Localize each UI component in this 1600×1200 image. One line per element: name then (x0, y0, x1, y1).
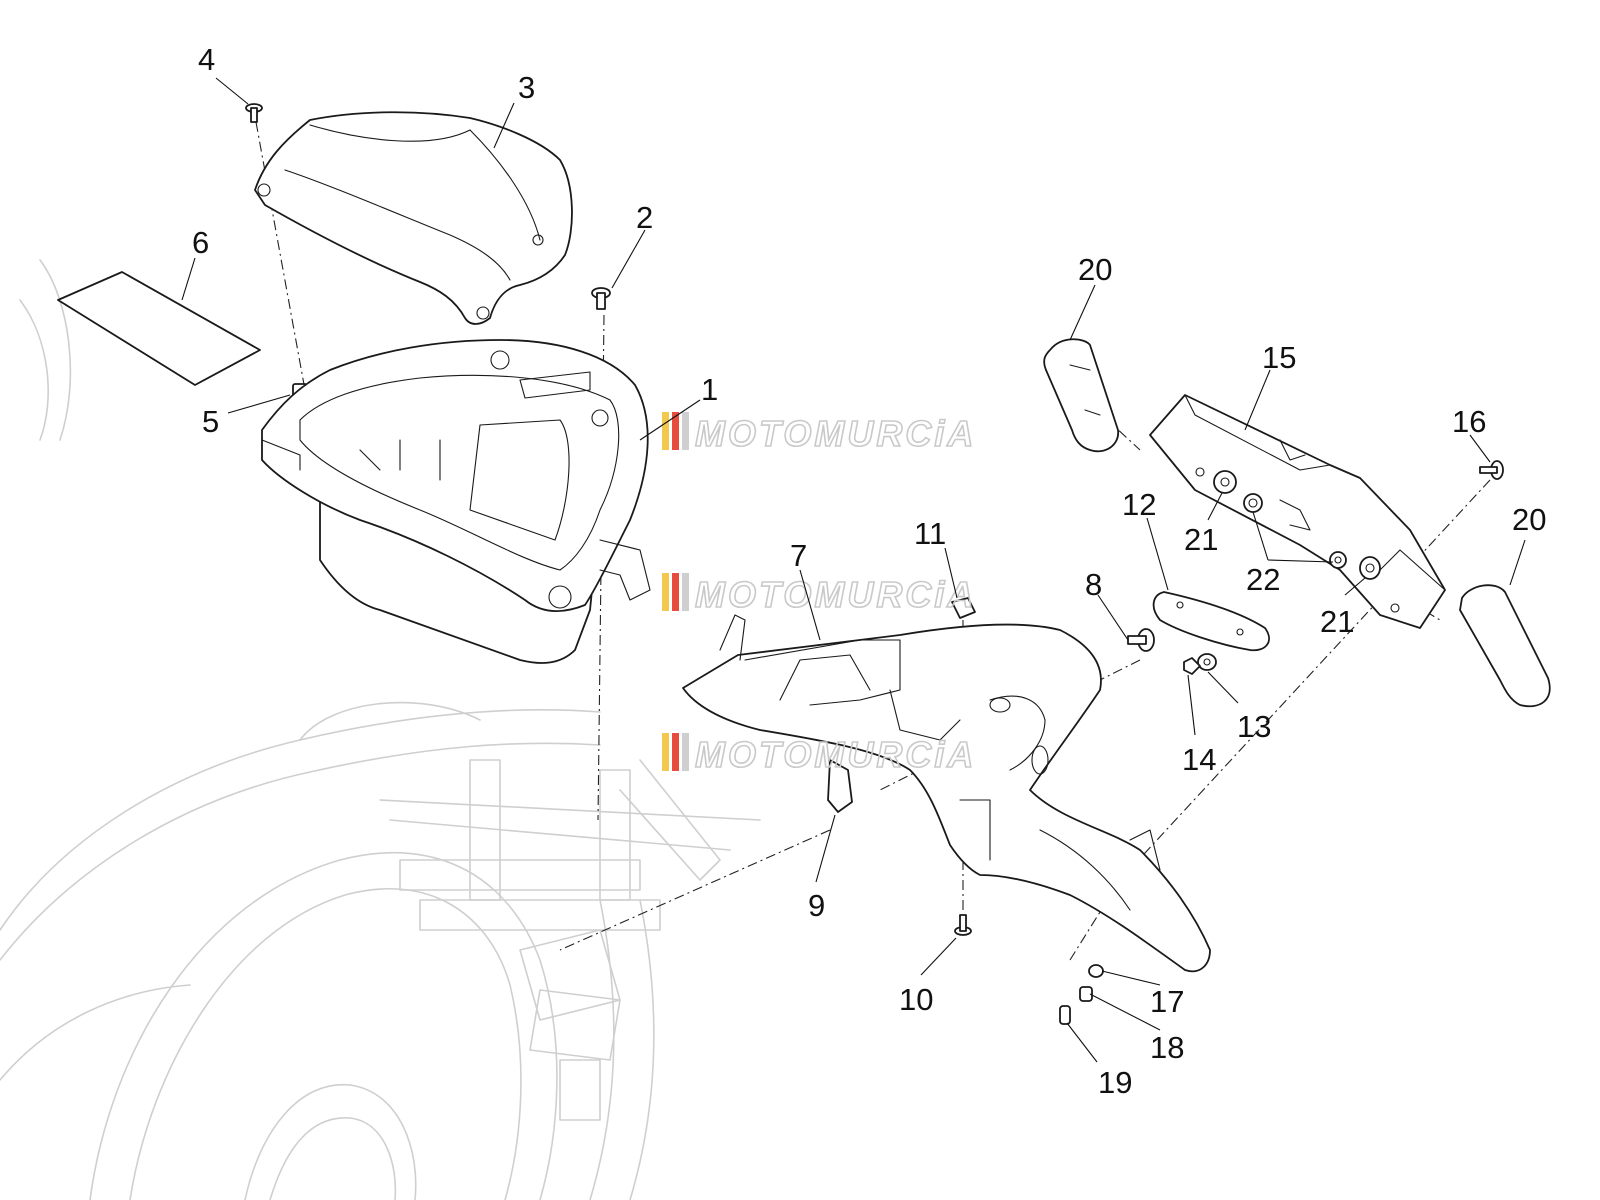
watermark-stripe (682, 733, 689, 771)
part-3-storage-lid (254, 111, 573, 325)
watermark-text: MOTOMURCiA (695, 574, 976, 615)
part-22-washer-lower (1329, 551, 1347, 569)
callout-7: 7 (790, 538, 807, 573)
part-1-helmet-compartment (261, 339, 651, 664)
callout-14: 14 (1182, 742, 1216, 777)
callout-18: 18 (1150, 1030, 1184, 1065)
chassis-frame-ghost (0, 259, 761, 1200)
part-8-screw (1127, 628, 1155, 652)
part-21-spacer-left (1213, 470, 1237, 494)
part-10-screw (954, 914, 972, 936)
part-13-washer (1197, 653, 1217, 671)
part-4-screw (245, 103, 263, 123)
part-14-nut (1183, 657, 1201, 675)
callout-17: 17 (1150, 984, 1184, 1019)
callout-2: 2 (636, 200, 653, 235)
callout-5: 5 (202, 404, 219, 439)
watermark-1: MOTOMURCiA (662, 412, 976, 455)
watermark-stripe (662, 412, 669, 450)
watermark-stripe (672, 573, 679, 611)
leader-lines (181, 77, 1526, 1063)
part-20-pad-left (1043, 338, 1119, 453)
callout-10: 10 (899, 982, 933, 1017)
callout-11: 11 (914, 516, 946, 551)
watermark-stripe (672, 412, 679, 450)
callout-21-right: 21 (1320, 604, 1354, 639)
callout-21-left: 21 (1184, 522, 1218, 557)
callout-9: 9 (808, 888, 825, 923)
part-17-nut (1088, 964, 1104, 978)
part-19-pin (1059, 1005, 1071, 1025)
watermark-2: MOTOMURCiA (662, 573, 976, 616)
part-21-spacer-right (1359, 556, 1381, 580)
callout-12: 12 (1122, 487, 1156, 522)
callout-16: 16 (1452, 404, 1486, 439)
part-7-rear-mudguard (682, 614, 1211, 973)
callout-19: 19 (1098, 1065, 1132, 1100)
callout-1: 1 (701, 372, 718, 407)
part-2-screw (591, 287, 611, 310)
part-6-label-sheet (57, 271, 261, 386)
callout-3: 3 (518, 70, 535, 105)
watermark-3: MOTOMURCiA (662, 733, 976, 776)
watermark-stripe (672, 733, 679, 771)
part-11-clip (951, 597, 976, 619)
part-12-reflector (1152, 591, 1270, 652)
callout-numbers: 4 3 2 6 5 1 7 11 8 9 10 12 13 14 15 16 1… (192, 42, 1546, 1100)
watermark-stripe (682, 573, 689, 611)
callout-20-right: 20 (1512, 502, 1546, 537)
watermark-stripe (662, 573, 669, 611)
watermark-text: MOTOMURCiA (695, 734, 976, 775)
watermark-stripe (662, 733, 669, 771)
part-15-plate-holder (1149, 394, 1446, 629)
part-9-clip (827, 759, 853, 813)
part-22-washer-upper (1243, 493, 1263, 513)
callout-6: 6 (192, 225, 209, 260)
callout-4: 4 (198, 42, 215, 77)
callout-8: 8 (1085, 567, 1102, 602)
part-20-pad-right (1459, 584, 1551, 708)
callout-20-left: 20 (1078, 252, 1112, 287)
watermark-stripe (682, 412, 689, 450)
part-18-bulb (1079, 986, 1093, 1002)
callout-15: 15 (1262, 340, 1296, 375)
callout-22: 22 (1246, 562, 1280, 597)
callout-13: 13 (1237, 709, 1271, 744)
part-16-screw (1479, 460, 1504, 480)
watermark-text: MOTOMURCiA (695, 413, 976, 454)
